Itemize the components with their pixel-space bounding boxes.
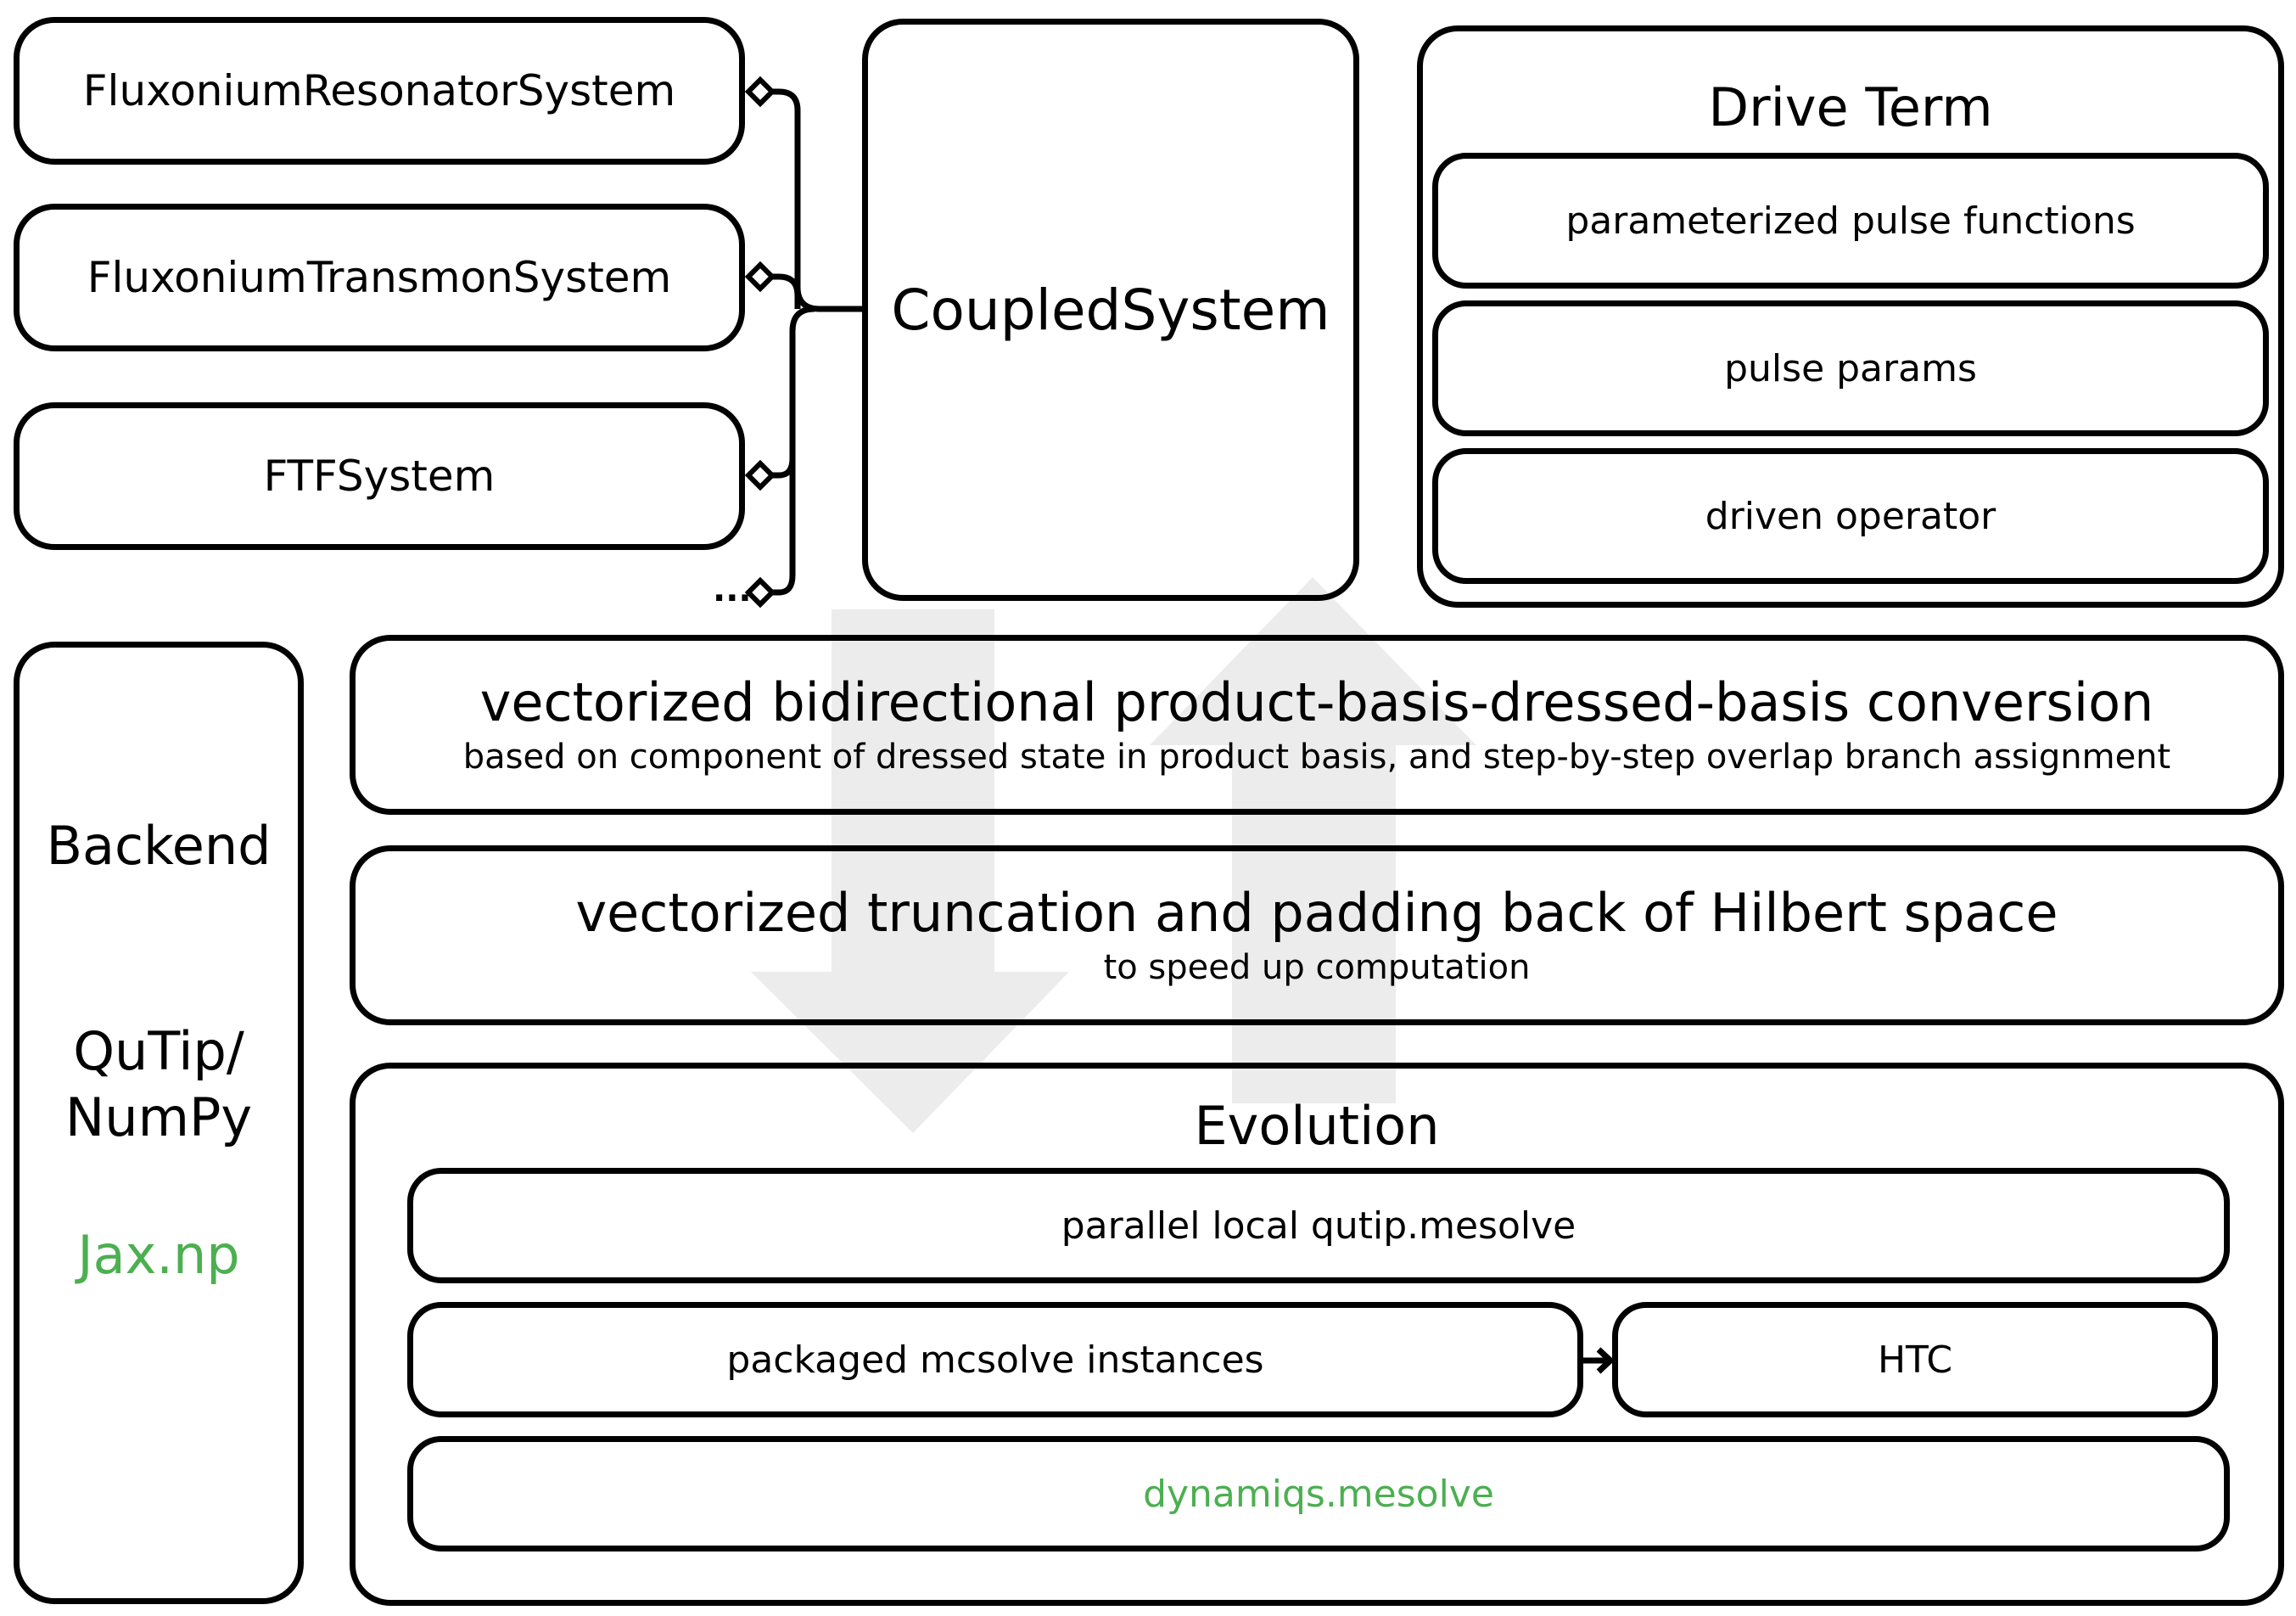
mcsolve-label: packaged mcsolve instances bbox=[726, 1338, 1264, 1382]
conversion-subtitle: based on component of dressed state in p… bbox=[462, 738, 2171, 777]
fluxonium-resonator-system-label: FluxoniumResonatorSystem bbox=[82, 66, 676, 115]
htc-box: HTC bbox=[1612, 1302, 2218, 1417]
driven-operator-label: driven operator bbox=[1705, 494, 1996, 538]
drive-term-box bbox=[1417, 25, 2284, 608]
more-systems-ellipsis: ... bbox=[713, 570, 752, 609]
pulse-params-label: pulse params bbox=[1724, 346, 1977, 390]
up-arrow-icon bbox=[1150, 577, 1476, 1103]
diamond-icon bbox=[744, 261, 776, 293]
backend-qutip-numpy: QuTip/ NumPy bbox=[64, 1020, 253, 1148]
truncation-box: vectorized truncation and padding back o… bbox=[350, 845, 2284, 1025]
ftf-system-box: FTFSystem bbox=[14, 402, 745, 550]
connector-more bbox=[772, 458, 796, 596]
drive-term-title: Drive Term bbox=[1708, 76, 1993, 138]
dynamiqs-mesolve-box: dynamiqs.mesolve bbox=[407, 1436, 2230, 1551]
backend-box bbox=[14, 642, 304, 1604]
conversion-box: vectorized bidirectional product-basis-d… bbox=[350, 635, 2284, 815]
mcsolve-to-htc-arrow bbox=[1583, 1347, 1616, 1374]
diamond-icon bbox=[744, 576, 776, 609]
ftf-system-label: FTFSystem bbox=[263, 452, 496, 501]
truncation-subtitle: to speed up computation bbox=[1103, 948, 1531, 987]
connector-ftf bbox=[772, 306, 815, 479]
truncation-title: vectorized truncation and padding back o… bbox=[575, 882, 2058, 944]
arrow-head-icon bbox=[1596, 1347, 1616, 1374]
fluxonium-resonator-system-box: FluxoniumResonatorSystem bbox=[14, 17, 745, 165]
pulse-params-box: pulse params bbox=[1432, 300, 2269, 436]
diamond-icon bbox=[744, 76, 776, 108]
mcsolve-box: packaged mcsolve instances bbox=[407, 1302, 1583, 1417]
conversion-title: vectorized bidirectional product-basis-d… bbox=[479, 671, 2154, 733]
evolution-title: Evolution bbox=[1194, 1095, 1440, 1157]
coupled-system-box: CoupledSystem bbox=[862, 19, 1359, 601]
dynamiqs-mesolve-label: dynamiqs.mesolve bbox=[1143, 1472, 1494, 1516]
pulse-functions-box: parameterized pulse functions bbox=[1432, 153, 2269, 289]
pulse-functions-label: parameterized pulse functions bbox=[1565, 199, 2136, 243]
down-arrow-icon bbox=[751, 609, 1069, 1133]
connector-fluxonium-transmon bbox=[772, 273, 801, 309]
driven-operator-box: driven operator bbox=[1432, 448, 2269, 584]
backend-title: Backend bbox=[46, 815, 272, 877]
qutip-mesolve-label: parallel local qutip.mesolve bbox=[1061, 1204, 1576, 1248]
fluxonium-transmon-system-box: FluxoniumTransmonSystem bbox=[14, 204, 745, 351]
diamond-icon bbox=[744, 459, 776, 491]
coupled-system-label: CoupledSystem bbox=[891, 277, 1330, 343]
backend-jax: Jax.np bbox=[77, 1224, 240, 1286]
htc-label: HTC bbox=[1877, 1338, 1953, 1382]
fluxonium-transmon-system-label: FluxoniumTransmonSystem bbox=[87, 253, 672, 302]
evolution-box bbox=[350, 1063, 2284, 1606]
qutip-mesolve-box: parallel local qutip.mesolve bbox=[407, 1168, 2230, 1283]
